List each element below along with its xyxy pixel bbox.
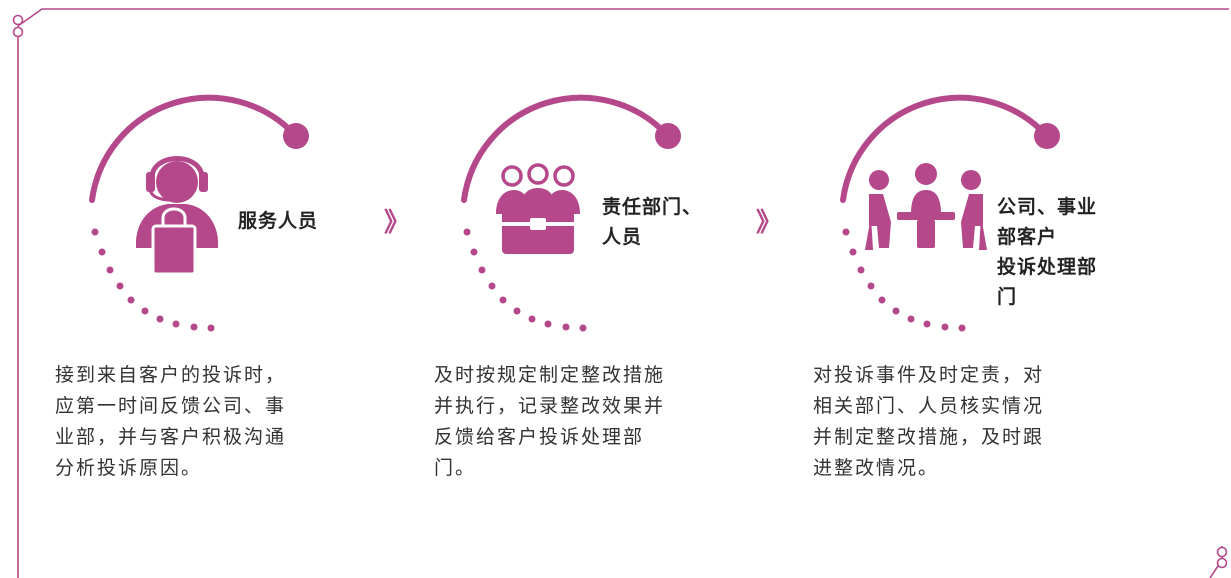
- desc-line: 对投诉事件及时定责，对: [813, 364, 1045, 386]
- step-title-line: 人员: [602, 226, 643, 248]
- desc-line: 反馈给客户投诉处理部: [434, 426, 645, 448]
- desc-line: 进整改情况。: [813, 457, 940, 479]
- step-ring: [461, 94, 681, 332]
- step-title-line: 服务人员: [238, 210, 319, 232]
- step-title: 公司、事业部客户 投诉处理部门: [997, 192, 1111, 312]
- desc-line: 接到来自客户的投诉时，: [55, 364, 287, 386]
- step-description: 对投诉事件及时定责，对 相关部门、人员核实情况 并制定整改措施，及时跟 进整改情…: [813, 360, 1044, 484]
- desc-line: 并执行，记录整改效果并: [434, 395, 666, 417]
- desc-line: 并制定整改措施，及时跟: [813, 426, 1045, 448]
- step-title: 服务人员: [238, 206, 318, 236]
- desc-line: 应第一时间反馈公司、事: [55, 395, 287, 417]
- step-responsible-department: 责任部门、 人员 及时按规定制定整改措施 并执行，记录整改效果并 反馈给客户投诉…: [372, 0, 732, 578]
- desc-line: 分析投诉原因。: [55, 457, 203, 479]
- step-title-line: 责任部门、: [602, 196, 703, 218]
- meeting-table-icon: [865, 163, 987, 250]
- step-ring: [89, 94, 309, 332]
- step-title-line: 公司、事业部客户: [997, 196, 1098, 248]
- step-title: 责任部门、 人员: [602, 192, 702, 252]
- desc-line: 及时按规定制定整改措施: [434, 364, 666, 386]
- step-description: 接到来自客户的投诉时， 应第一时间反馈公司、事 业部，并与客户积极沟通 分析投诉…: [55, 360, 286, 484]
- team-briefcase-icon: [496, 163, 580, 254]
- customer-service-agent-icon: [136, 156, 218, 276]
- step-ring: [840, 94, 1060, 332]
- step-title-line: 投诉处理部门: [997, 256, 1098, 308]
- desc-line: 业部，并与客户积极沟通: [55, 426, 287, 448]
- step-description: 及时按规定制定整改措施 并执行，记录整改效果并 反馈给客户投诉处理部 门。: [434, 360, 665, 484]
- step-service-staff: 服务人员 接到来自客户的投诉时， 应第一时间反馈公司、事 业部，并与客户积极沟通…: [0, 0, 360, 578]
- step-complaint-department: 公司、事业部客户 投诉处理部门 对投诉事件及时定责，对 相关部门、人员核实情况 …: [751, 0, 1111, 578]
- desc-line: 门。: [434, 457, 477, 479]
- desc-line: 相关部门、人员核实情况: [813, 395, 1045, 417]
